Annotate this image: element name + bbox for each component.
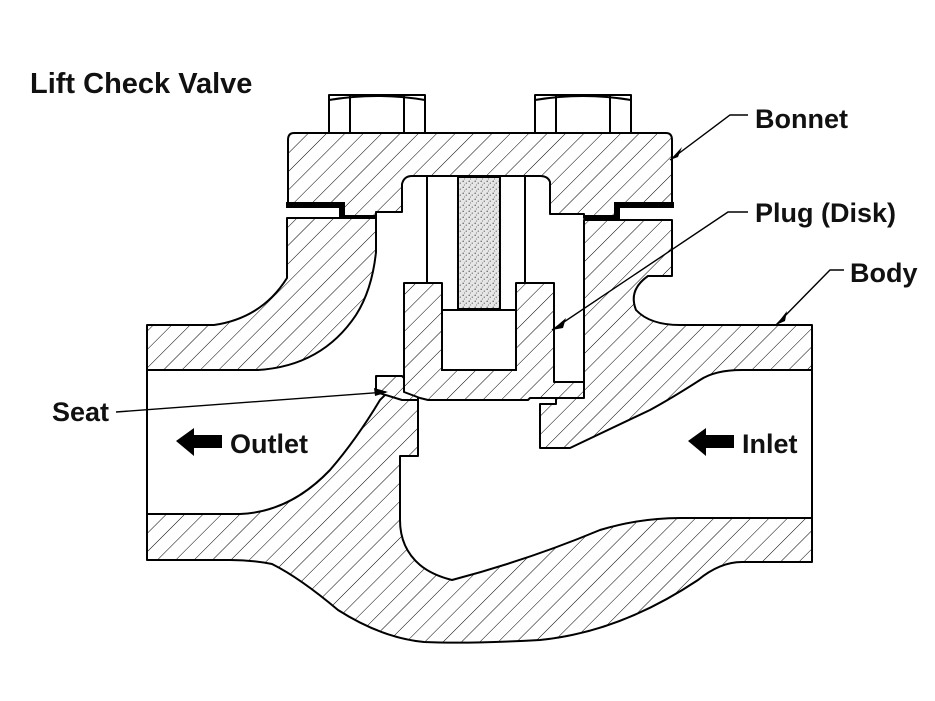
outlet-arrow-icon — [176, 428, 222, 456]
label-body: Body — [850, 258, 918, 288]
body-upper-left — [146, 217, 377, 371]
label-outlet: Outlet — [230, 429, 308, 459]
plug-stem — [457, 176, 501, 310]
body-leader — [775, 269, 844, 326]
bonnet-leader — [669, 114, 748, 161]
inlet-arrow-icon — [688, 428, 734, 456]
label-seat: Seat — [52, 397, 109, 427]
label-bonnet: Bonnet — [755, 104, 848, 134]
label-plug: Plug (Disk) — [755, 198, 896, 228]
seat-leader — [115, 391, 387, 413]
bonnet-bolt-right — [534, 94, 632, 134]
body-upper-right — [539, 219, 813, 449]
body-seat-partition — [146, 387, 813, 644]
diagram-title: Lift Check Valve — [30, 68, 252, 100]
bonnet-part — [287, 132, 673, 219]
bonnet-bolt-left — [328, 94, 426, 134]
plug-leader — [551, 211, 748, 331]
plug-bore — [441, 309, 517, 371]
gasket-right — [584, 202, 674, 221]
label-inlet: Inlet — [742, 429, 798, 459]
